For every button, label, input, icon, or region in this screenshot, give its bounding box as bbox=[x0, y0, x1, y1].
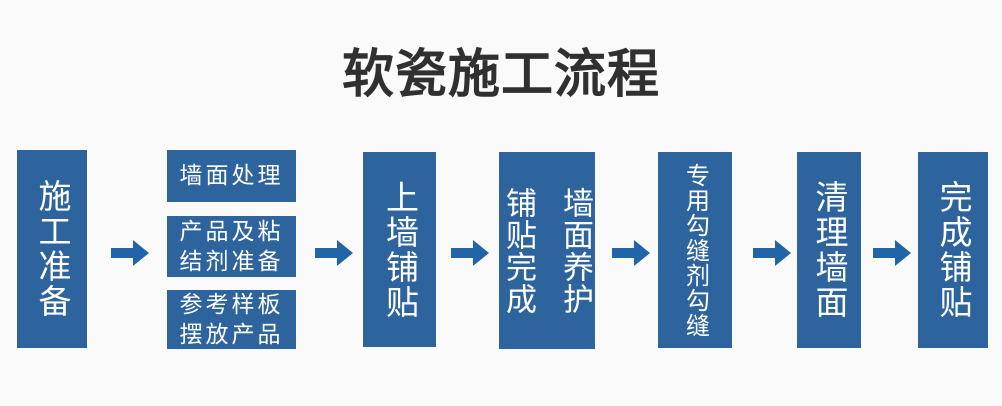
arrow-right-icon bbox=[873, 240, 911, 266]
step-label: 专用勾缝剂勾缝 bbox=[681, 162, 709, 338]
step-label: 墙面处理 bbox=[179, 162, 284, 189]
step-label: 清理墙面 bbox=[811, 180, 848, 320]
step-wall-tiling: 上墙铺贴 bbox=[363, 152, 436, 347]
arrow-right-icon bbox=[612, 240, 650, 266]
arrow-right-glyph bbox=[451, 240, 489, 266]
arrow-right-glyph bbox=[873, 240, 911, 266]
arrow-right-glyph bbox=[111, 240, 149, 266]
step-label-column-right: 墙面养护 bbox=[558, 186, 593, 315]
arrow-right-icon bbox=[753, 240, 791, 266]
step-label: 参考样板 摆放产品 bbox=[179, 290, 284, 347]
arrow-right-glyph bbox=[612, 240, 650, 266]
step-label: 施工准备 bbox=[34, 179, 71, 319]
arrow-right-icon bbox=[451, 240, 489, 266]
step-special-grout-sealing: 专用勾缝剂勾缝 bbox=[658, 152, 732, 348]
step-label: 完成铺贴 bbox=[935, 180, 972, 320]
step-tiling-complete-wall-curing: 铺贴完成 墙面养护 bbox=[499, 152, 595, 349]
step-label: 产品及粘 结剂准备 bbox=[179, 217, 284, 274]
step-reference-sample-placement: 参考样板 摆放产品 bbox=[167, 290, 296, 349]
arrow-right-icon bbox=[315, 240, 353, 266]
step-wall-cleaning: 清理墙面 bbox=[797, 152, 861, 348]
step-tiling-finished: 完成铺贴 bbox=[918, 152, 988, 348]
step-wall-surface-treatment: 墙面处理 bbox=[167, 150, 296, 202]
page-title: 软瓷施工流程 bbox=[341, 46, 660, 104]
step-product-adhesive-preparation: 产品及粘 结剂准备 bbox=[167, 216, 296, 277]
arrow-right-glyph bbox=[753, 240, 791, 266]
arrow-right-glyph bbox=[315, 240, 353, 266]
step-label: 上墙铺贴 bbox=[381, 179, 419, 320]
step-construction-preparation: 施工准备 bbox=[17, 150, 87, 348]
step-label-column-left: 铺贴完成 bbox=[501, 186, 536, 315]
arrow-right-icon bbox=[111, 240, 149, 266]
step-label-columns: 铺贴完成 墙面养护 bbox=[496, 187, 598, 315]
